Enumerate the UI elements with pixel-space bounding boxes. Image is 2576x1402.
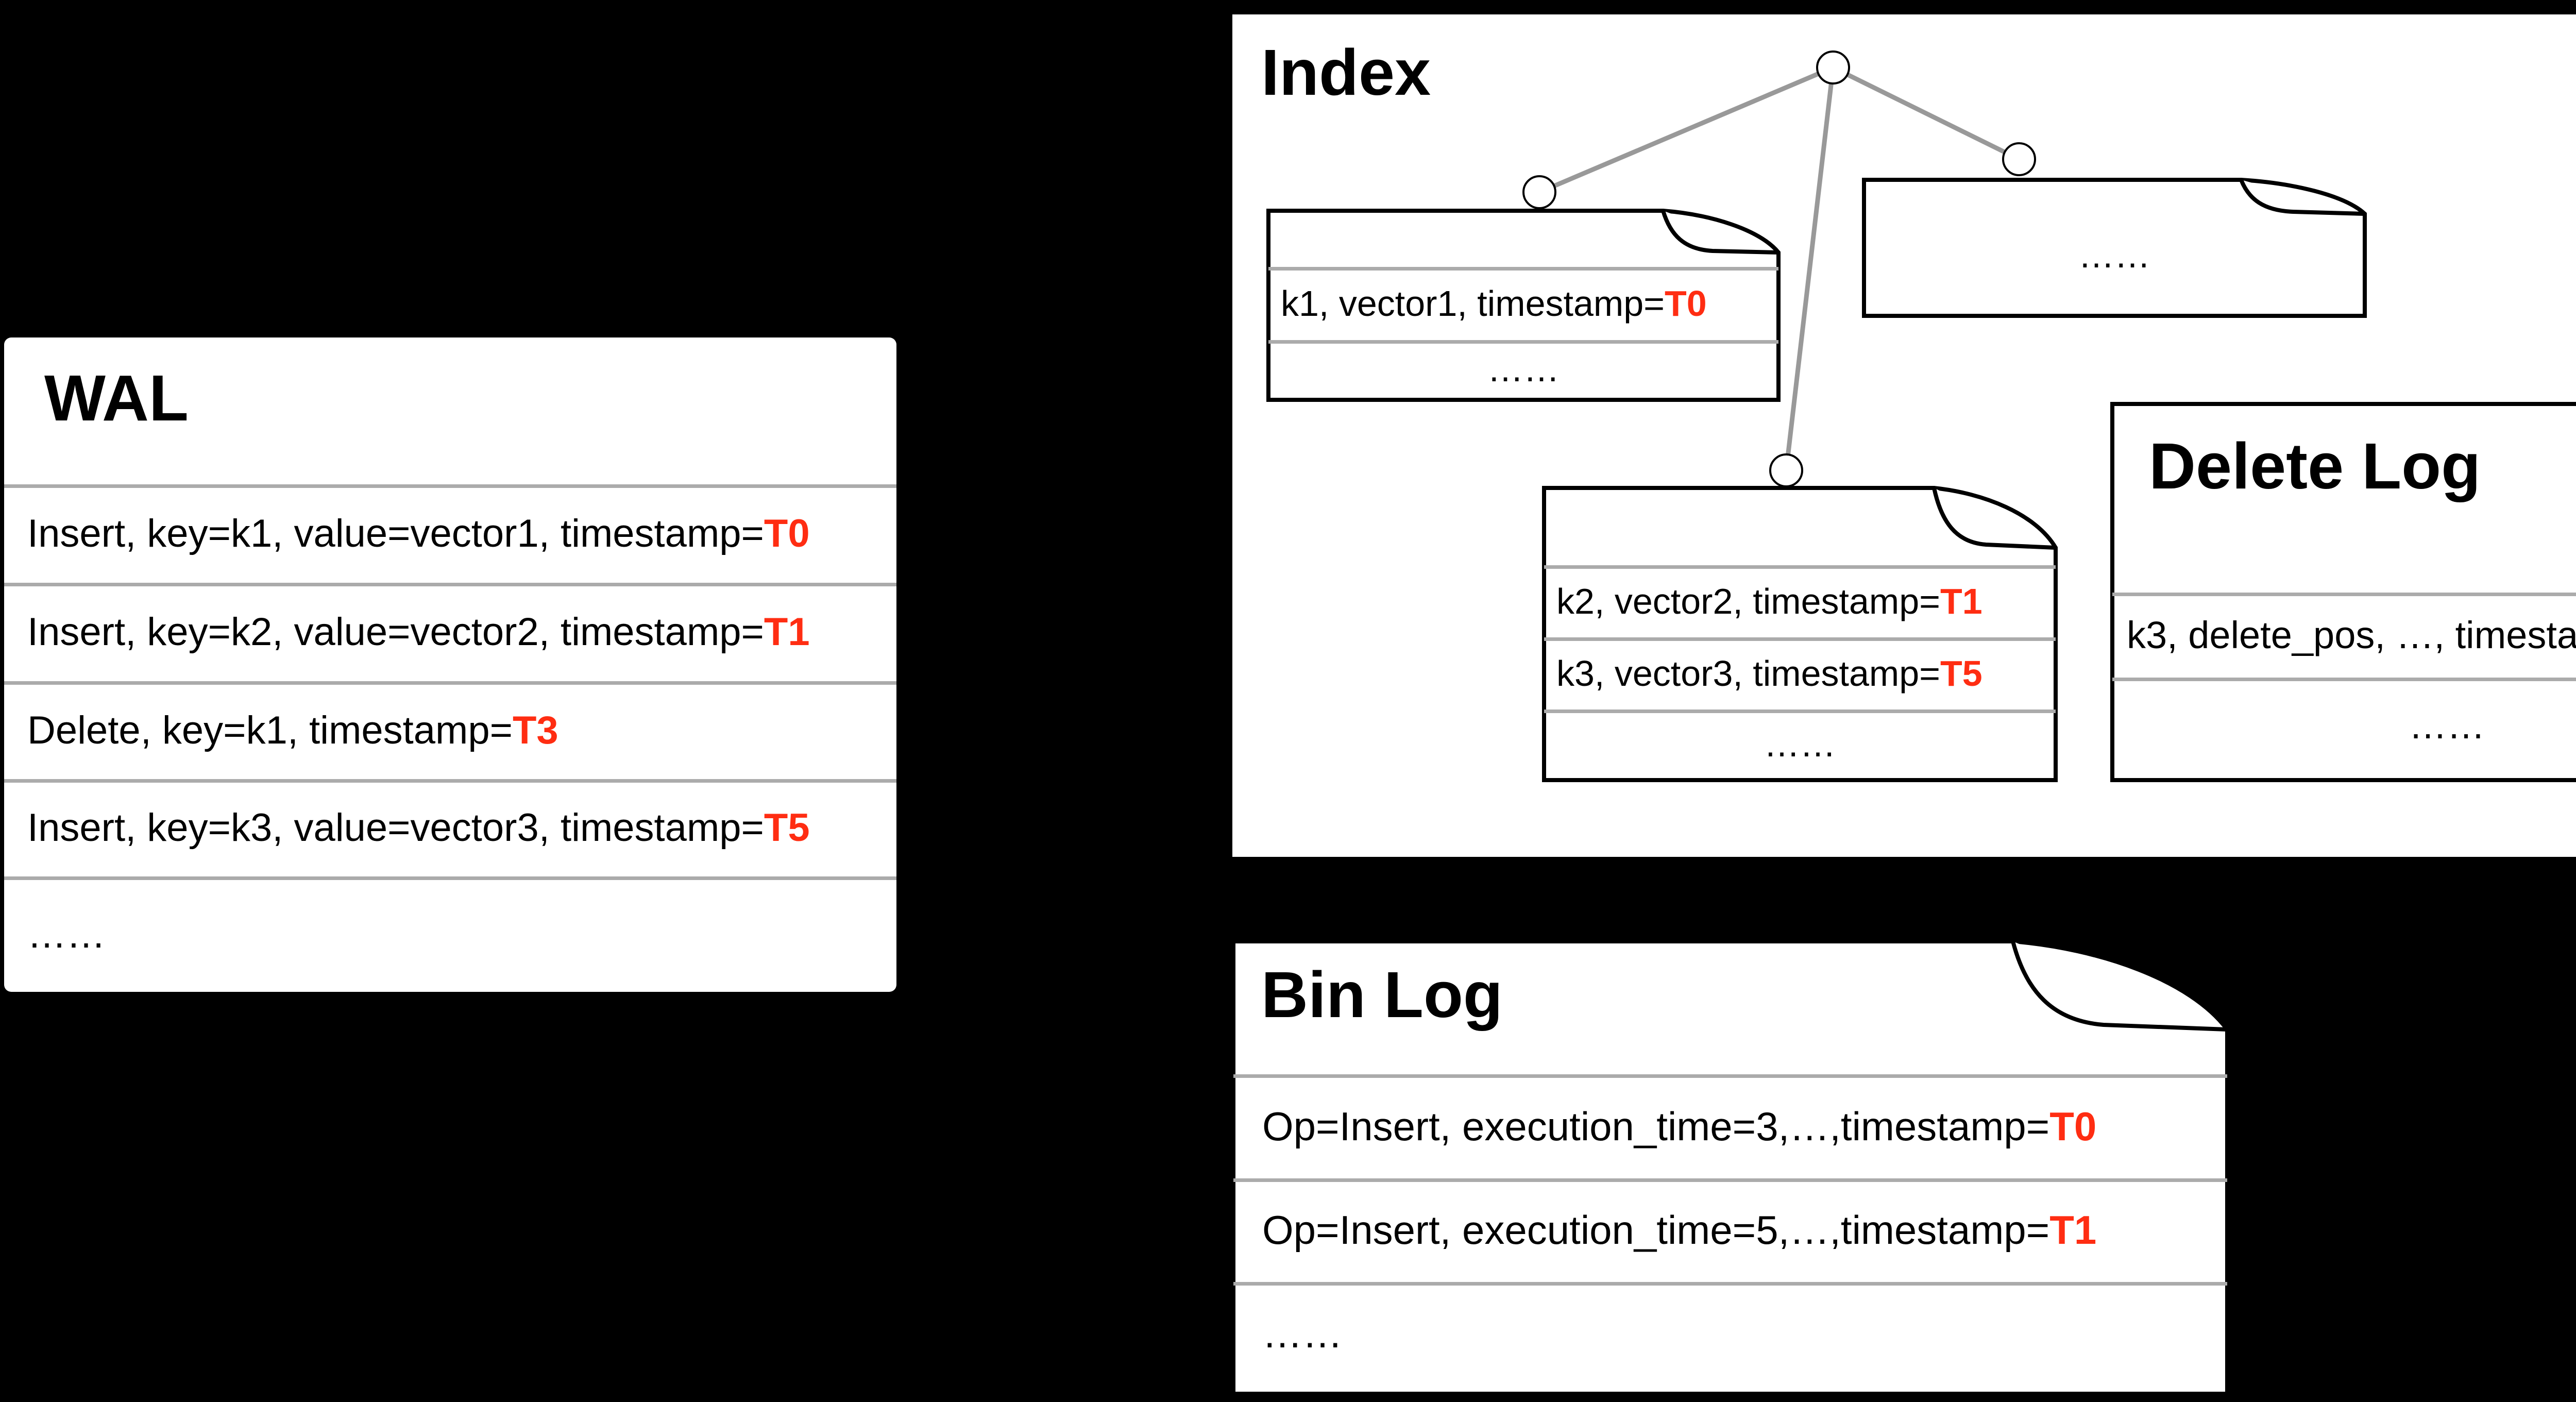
divider (4, 779, 896, 783)
folded-corner-icon (2011, 939, 2229, 1032)
wal-row-more: …… (27, 880, 106, 988)
wal-row-text: Insert, key=k1, value=vector1, timestamp… (27, 512, 764, 555)
ellipsis-text: …… (2078, 235, 2150, 275)
segment-row: k3, vector3, timestamp=T5 (1556, 637, 1982, 710)
timestamp-value: T5 (764, 806, 810, 850)
tree-node (2002, 142, 2036, 176)
divider (1268, 267, 1778, 271)
timestamp-value: T1 (764, 610, 810, 654)
divider (1544, 637, 2056, 641)
index-segment-doc-right: …… (1862, 178, 2367, 318)
segment-row-more: …… (1266, 340, 1781, 398)
timestamp-value: T0 (764, 512, 810, 555)
ellipsis-text: …… (27, 912, 106, 956)
segment-row-text: k2, vector2, timestamp= (1556, 581, 1941, 621)
wal-row: Delete, key=k1, timestamp=T3 (27, 685, 558, 775)
divider (2112, 678, 2576, 681)
ellipsis-text: …… (1764, 723, 1836, 764)
delete-log-doc: Delete Log k3, delete_pos, …, timestamp=… (2110, 402, 2576, 782)
segment-row: k1, vector1, timestamp=T0 (1281, 267, 1707, 340)
delete-log-row: k3, delete_pos, …, timestamp=T3 (2127, 593, 2576, 678)
page-icon (1231, 939, 2229, 1396)
wal-row: Insert, key=k1, value=vector1, timestamp… (27, 488, 810, 579)
wal-row: Insert, key=k2, value=vector2, timestamp… (27, 586, 810, 678)
delete-log-title: Delete Log (2149, 430, 2481, 502)
tree-node (1769, 453, 1803, 487)
timestamp-value: T5 (1940, 653, 1982, 694)
divider (1544, 710, 2056, 713)
delete-log-row-text: k3, delete_pos, …, timestamp= (2127, 614, 2576, 656)
ellipsis-text: …… (1487, 349, 1560, 389)
wal-row: Insert, key=k3, value=vector3, timestamp… (27, 783, 810, 873)
divider (1233, 1074, 2227, 1078)
tree-edge (1784, 67, 1836, 471)
delete-log-row-more: …… (2110, 678, 2576, 773)
tree-root-node (1816, 50, 1850, 85)
segment-row-more: …… (1862, 209, 2367, 301)
divider (4, 484, 896, 488)
bin-log-doc: Bin Log Op=Insert, execution_time=3,…,ti… (1231, 939, 2229, 1396)
wal-title: WAL (44, 362, 189, 434)
bin-log-title: Bin Log (1261, 958, 1503, 1031)
ellipsis-text: …… (1262, 1310, 1343, 1356)
timestamp-value: T0 (2049, 1103, 2097, 1149)
bin-log-row: Op=Insert, execution_time=3,…,timestamp=… (1262, 1074, 2096, 1178)
divider (1268, 340, 1778, 344)
bin-log-row-text: Op=Insert, execution_time=5,…,timestamp= (1262, 1207, 2050, 1253)
divider (4, 583, 896, 586)
index-segment-doc-middle: k2, vector2, timestamp=T1 k3, vector3, t… (1542, 486, 2058, 782)
divider (1233, 1282, 2227, 1286)
folded-corner-icon (1932, 486, 2058, 550)
folded-corner-icon (1661, 209, 1781, 255)
segment-row: k2, vector2, timestamp=T1 (1556, 565, 1982, 637)
ellipsis-text: …… (2409, 704, 2485, 747)
timestamp-value: T1 (2049, 1207, 2097, 1253)
tree-edge (1832, 65, 2020, 162)
wal-row-text: Insert, key=k3, value=vector3, timestamp… (27, 806, 764, 850)
wal-box: WAL Insert, key=k1, value=vector1, times… (4, 337, 896, 992)
segment-row-text: k1, vector1, timestamp= (1281, 283, 1665, 324)
segment-row-text: k3, vector3, timestamp= (1556, 653, 1941, 694)
page-icon (2110, 402, 2576, 782)
timestamp-value: T0 (1665, 283, 1707, 324)
index-title: Index (1261, 36, 1431, 109)
segment-row-more: …… (1542, 710, 2058, 778)
bin-log-row-more: …… (1262, 1282, 1343, 1385)
wal-row-text: Insert, key=k2, value=vector2, timestamp… (27, 610, 764, 654)
tree-edge (1538, 65, 1834, 195)
divider (2112, 593, 2576, 596)
divider (1544, 565, 2056, 569)
index-segment-doc-left: k1, vector1, timestamp=T0 …… (1266, 209, 1781, 402)
timestamp-value: T1 (1940, 581, 1982, 621)
divider (4, 681, 896, 685)
folded-corner-icon (2239, 178, 2367, 216)
divider (1233, 1178, 2227, 1182)
tree-node (1522, 175, 1556, 209)
timestamp-value: T3 (512, 708, 558, 752)
bin-log-row-text: Op=Insert, execution_time=3,…,timestamp= (1262, 1103, 2050, 1149)
bin-log-row: Op=Insert, execution_time=5,…,timestamp=… (1262, 1178, 2096, 1282)
divider (4, 876, 896, 880)
wal-row-text: Delete, key=k1, timestamp= (27, 708, 513, 752)
